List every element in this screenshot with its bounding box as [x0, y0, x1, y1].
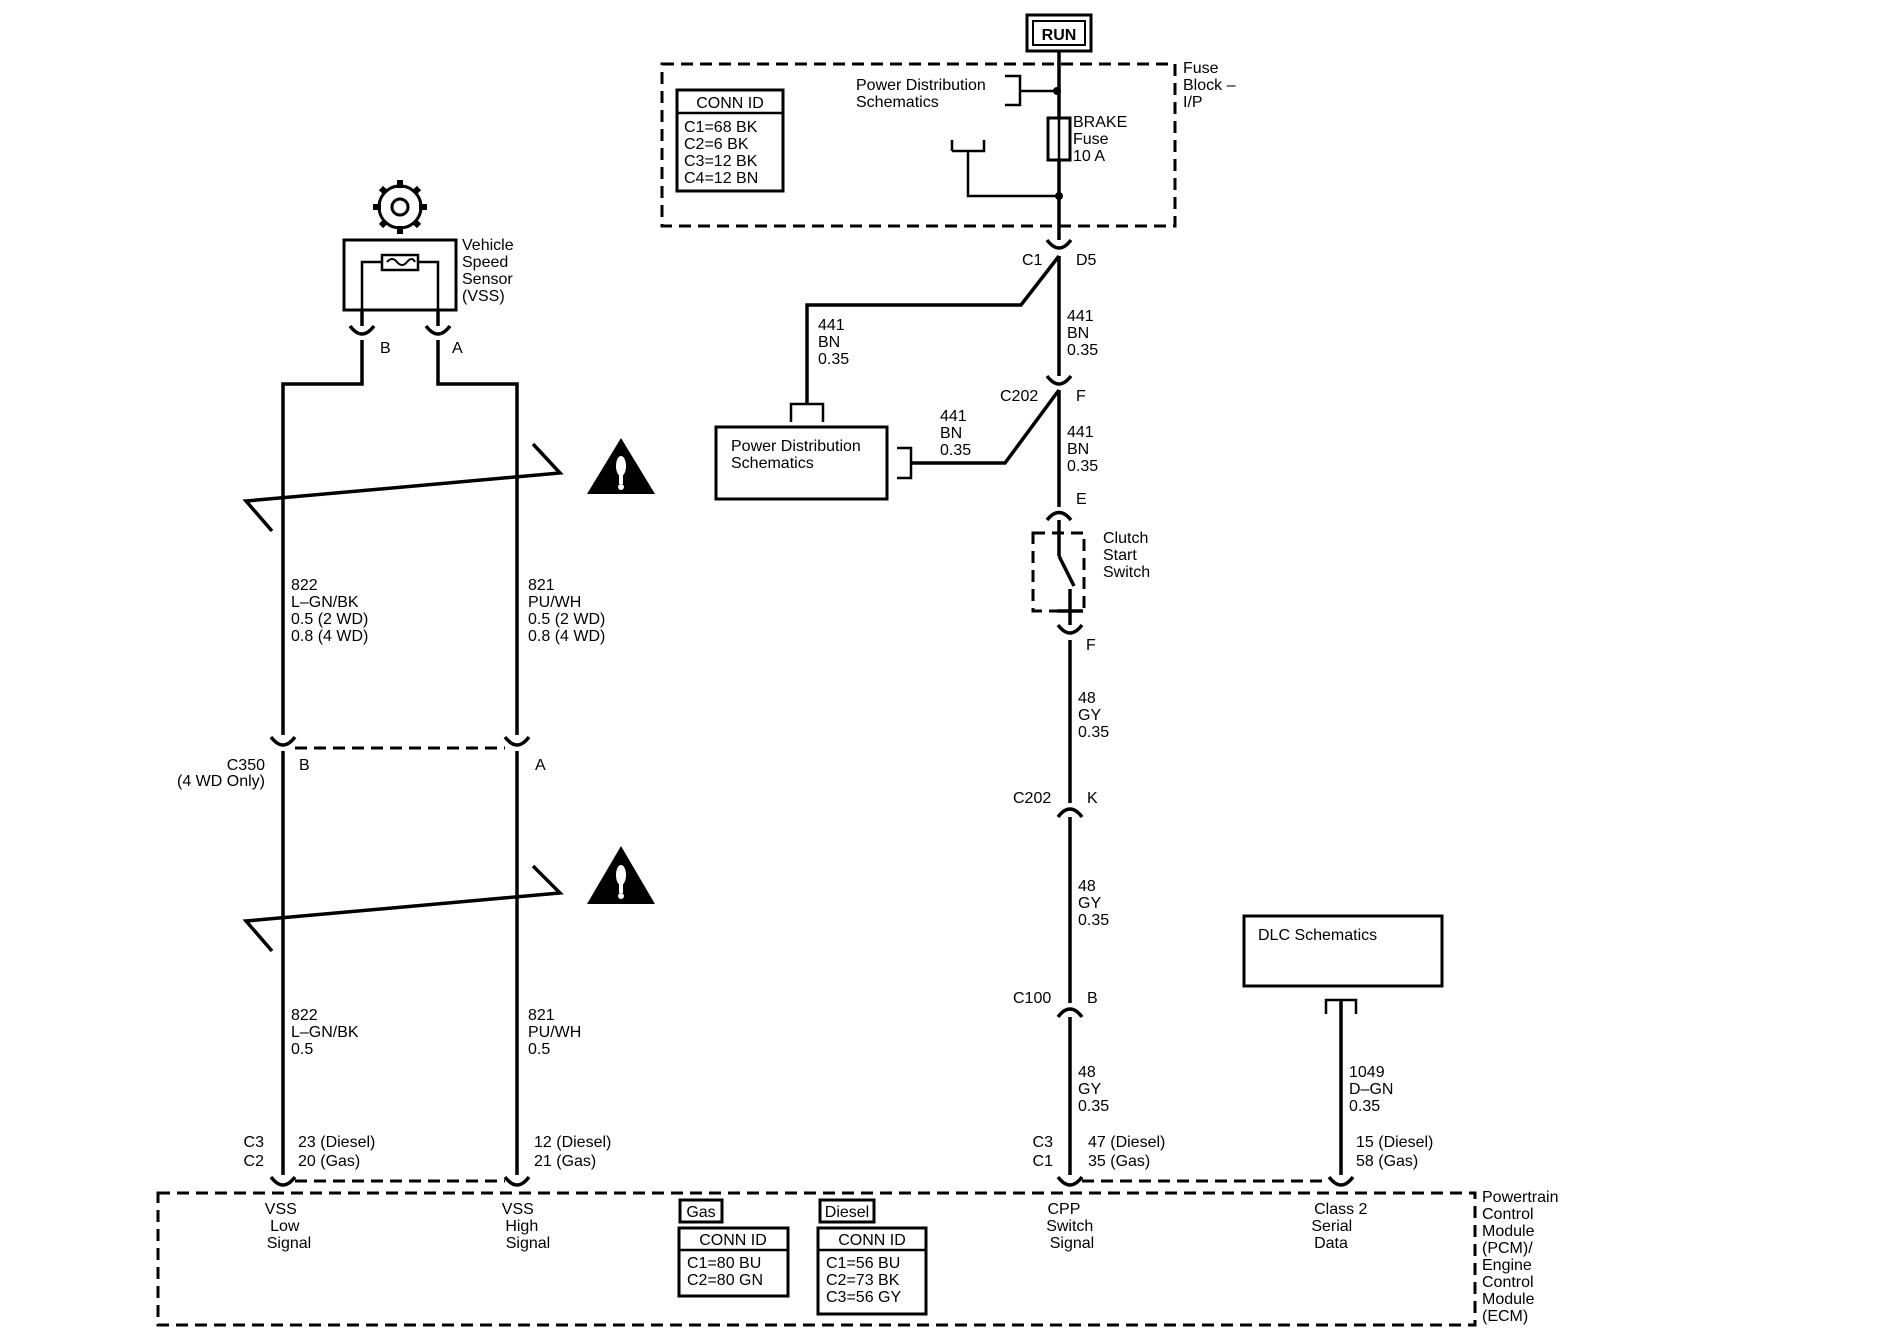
svg-text:CONN ID: CONN ID — [696, 95, 764, 112]
svg-text:DLC Schematics: DLC Schematics — [1258, 927, 1377, 944]
pcm-signal-vss-low: VSS Low Signal — [265, 1201, 311, 1252]
wire-441-label-d: 441 BN 0.35 — [1067, 424, 1098, 475]
vss-label: Vehicle Speed Sensor (VSS) — [462, 237, 518, 305]
pcm-signal-cpp: CPP Switch Signal — [1046, 1201, 1098, 1252]
brake-fuse — [1046, 116, 1072, 162]
svg-text:Gas: Gas — [686, 1204, 715, 1221]
run-label: RUN — [1042, 27, 1077, 44]
fuse-block-label: Fuse Block – I/P — [1183, 60, 1240, 111]
connector-c1-d5: C1 D5 — [1022, 238, 1097, 269]
caution-icon — [587, 846, 655, 904]
connector-c202-f: C202 F — [1000, 374, 1086, 405]
wire-48-label-a: 48 GY 0.35 — [1078, 690, 1109, 741]
wire-441-branch-upper — [805, 254, 1061, 404]
wire-822-label-b: 822 L–GN/BK 0.5 — [291, 1007, 363, 1058]
svg-text:C1: C1 — [1022, 252, 1043, 269]
dlc-box: DLC Schematics — [1242, 914, 1444, 988]
svg-text:C202: C202 — [1000, 388, 1038, 405]
pcm-pin-class2: 15 (Diesel) 58 (Gas) — [1356, 1134, 1438, 1170]
wire-441-label-a: 441 BN 0.35 — [818, 317, 849, 368]
svg-text:F: F — [1086, 637, 1096, 654]
svg-text:C3: C3 — [244, 1134, 265, 1151]
gear-icon — [373, 180, 427, 234]
svg-text:K: K — [1087, 790, 1098, 807]
pcm-connector-terminals — [269, 1175, 1355, 1187]
svg-text:E: E — [1076, 491, 1087, 508]
svg-text:F: F — [1076, 388, 1086, 405]
pds-ref-bracket — [1005, 74, 1057, 107]
svg-text:CONN ID: CONN ID — [699, 1232, 767, 1249]
connector-c202-k: C202 K — [1013, 790, 1098, 819]
svg-text:C350: C350 — [227, 757, 265, 774]
pcm-signal-vss-high: VSS High Signal — [502, 1201, 550, 1252]
vss-connector-pins: B A — [348, 310, 463, 357]
svg-text:B: B — [299, 757, 310, 774]
svg-text:CONN ID: CONN ID — [838, 1232, 906, 1249]
svg-text:C202: C202 — [1013, 790, 1051, 807]
vehicle-speed-sensor — [342, 238, 458, 312]
pcm-label: Powertrain Control Module (PCM)/ Engine … — [1482, 1189, 1563, 1325]
svg-text:A: A — [452, 340, 463, 357]
svg-text:C1: C1 — [1033, 1153, 1054, 1170]
pcm-connector-labels: C3 C2 C3 C1 — [244, 1134, 1054, 1170]
svg-text:C100: C100 — [1013, 990, 1051, 1007]
connector-c350: C350 (4 WD Only) B A — [177, 735, 546, 790]
pcm-pin-vss-low: 23 (Diesel) 20 (Gas) — [298, 1134, 380, 1170]
wire-441-branch-lower — [911, 388, 1061, 465]
wire-821-upper — [436, 340, 519, 735]
pds-box: Power Distribution Schematics — [714, 425, 889, 501]
wire-822-label-a: 822 L–GN/BK 0.5 (2 WD) 0.8 (4 WD) — [291, 577, 373, 645]
fuse-block-branch — [950, 140, 1059, 198]
pcm-pin-vss-high: 12 (Diesel) 21 (Gas) — [534, 1134, 616, 1170]
clutch-start-switch: E F — [1031, 491, 1096, 654]
fuse-block-conn-id-table: CONN ID C1=68 BK C2=6 BK C3=12 BK C4=12 … — [675, 88, 785, 193]
svg-text:B: B — [1087, 990, 1098, 1007]
fuse-block-outline — [660, 62, 1177, 228]
svg-text:A: A — [535, 757, 546, 774]
wire-821-label-b: 821 PU/WH 0.5 — [528, 1007, 586, 1058]
wire-1049-label: 1049 D–GN 0.35 — [1349, 1064, 1398, 1115]
wire-48-label-c: 48 GY 0.35 — [1078, 1064, 1109, 1115]
wire-441-label-c: 441 BN 0.35 — [940, 408, 971, 459]
wire-break-symbol-upper — [242, 442, 564, 533]
svg-text:C1=68 BK C2=6 BK C: C1=68 BK C2=6 BK C3=12 BK C4=12 BN — [684, 119, 762, 187]
wire-48-label-b: 48 GY 0.35 — [1078, 878, 1109, 929]
pds-box-connector — [789, 402, 825, 422]
wire-822-upper — [281, 340, 364, 735]
wire-821-label-a: 821 PU/WH 0.5 (2 WD) 0.8 (4 WD) — [528, 577, 610, 645]
caution-icon — [587, 438, 655, 494]
svg-text:Power Distribution Schem: Power Distribution Schematics — [731, 438, 865, 472]
wire-441-label-b: 441 BN 0.35 — [1067, 308, 1098, 359]
svg-text:Diesel: Diesel — [825, 1204, 869, 1221]
pcm-signal-class2: Class 2 Serial Data — [1311, 1201, 1372, 1252]
pcm-diesel-conn-id: Diesel CONN ID C1=56 BU C2=73 BK C3=56 G… — [816, 1198, 928, 1316]
svg-text:(4 WD Only): (4 WD Only) — [177, 773, 265, 790]
svg-text:C1=80 BU C2=80 GN: C1=80 BU C2=80 GN — [687, 1255, 766, 1289]
pcm-pin-cpp: 47 (Diesel) 35 (Gas) — [1088, 1134, 1170, 1170]
clutch-start-switch-label: Clutch Start Switch — [1103, 530, 1153, 581]
svg-text:D5: D5 — [1076, 252, 1097, 269]
connector-c100-b: C100 B — [1013, 990, 1098, 1019]
svg-text:C1=56 BU C2=73 BK: C1=56 BU C2=73 BK C3=56 GY — [826, 1255, 905, 1306]
svg-text:C2: C2 — [244, 1153, 265, 1170]
pcm-outline — [156, 1191, 1477, 1327]
run-power-source: RUN — [1025, 13, 1093, 53]
wire-break-symbol-lower — [242, 864, 564, 953]
brake-fuse-label: BRAKE Fuse 10 A — [1073, 114, 1132, 165]
svg-text:C3: C3 — [1033, 1134, 1054, 1151]
svg-text:B: B — [380, 340, 391, 357]
pcm-gas-conn-id: Gas CONN ID C1=80 BU C2=80 GN — [677, 1198, 790, 1298]
fuse-block-pds-ref: Power Distribution Schematics — [856, 77, 990, 111]
